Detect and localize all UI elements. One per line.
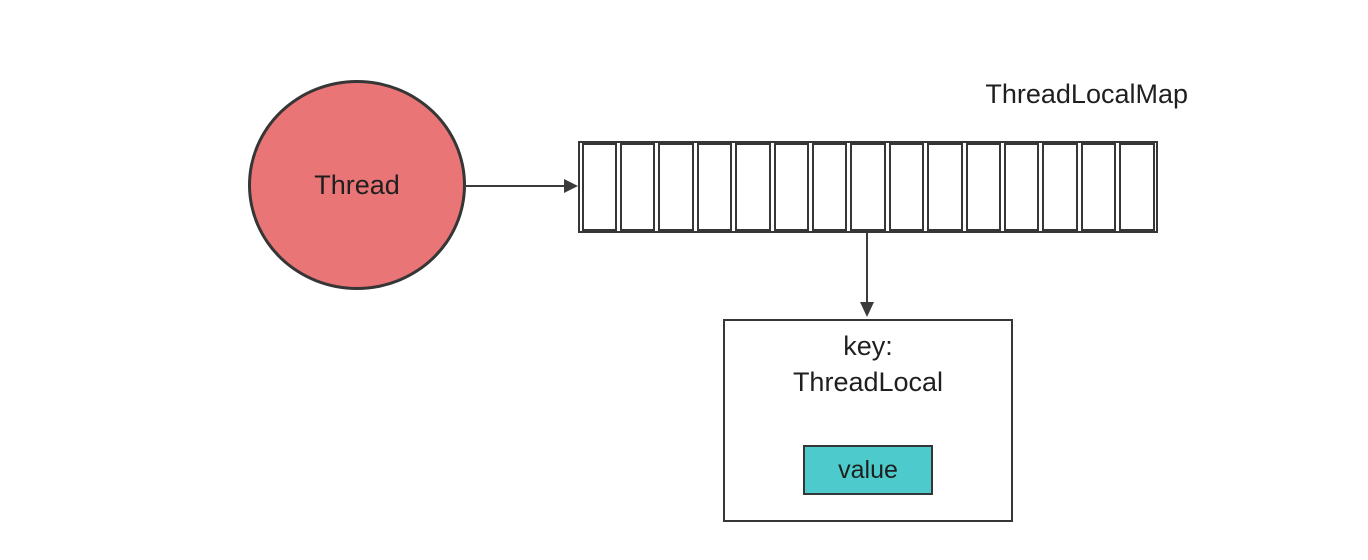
thread-to-map-arrow-line [464,185,566,187]
map-cell [1042,143,1078,231]
map-cell [1003,143,1040,231]
map-cell [696,143,733,231]
map-cell [1080,143,1117,231]
entry-box: key: ThreadLocal value [723,319,1013,522]
map-to-entry-arrow-head-icon [860,302,874,317]
map-cell [735,143,771,231]
map-cell [773,143,809,231]
thread-node: Thread [248,80,466,290]
threadlocalmap-title: ThreadLocalMap [985,79,1188,109]
map-cell [927,143,963,231]
map-cell [658,143,694,231]
entry-key-label: key: [843,331,893,361]
map-to-entry-arrow-line [866,233,868,305]
entry-value-label: value [838,455,898,484]
map-cell [965,143,1001,231]
map-cell [888,143,925,231]
thread-node-label: Thread [314,169,400,200]
entry-value-box: value [803,445,933,495]
map-cell [850,143,886,231]
map-cell [581,143,617,231]
thread-to-map-arrow-head-icon [564,179,578,193]
threadlocalmap-array [578,141,1158,233]
entry-key-type: ThreadLocal [792,367,944,397]
map-cell [1119,143,1155,231]
map-cell [619,143,656,231]
map-cell [811,143,848,231]
